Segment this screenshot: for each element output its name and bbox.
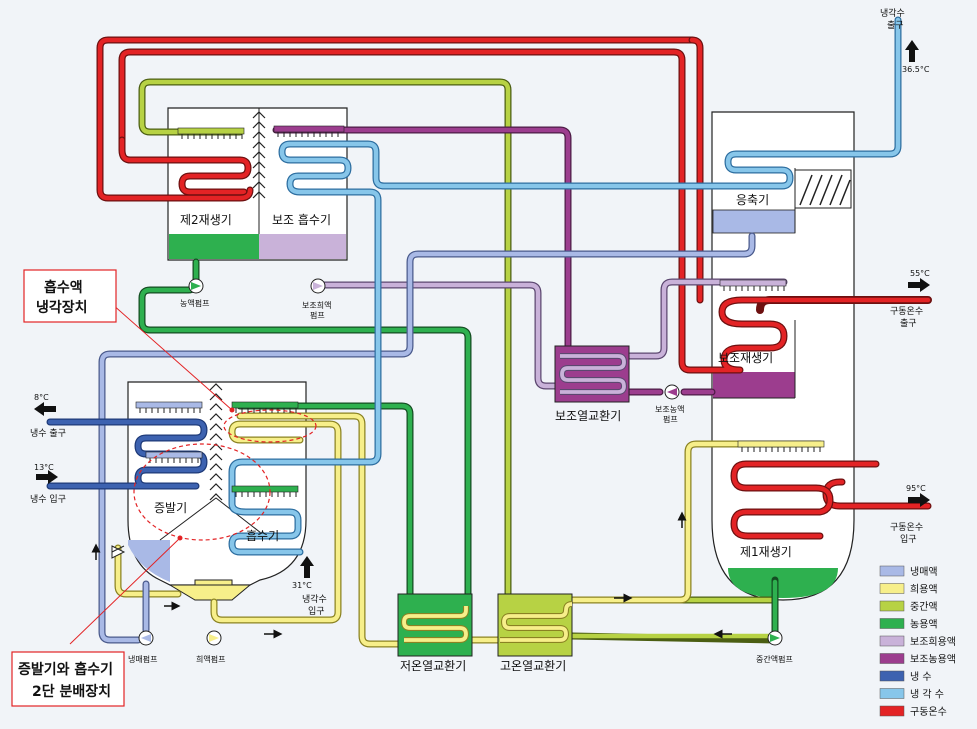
evap-refrigerant-pool	[128, 540, 170, 582]
legend-label: 보조농용액	[910, 654, 956, 666]
evaporator-label: 증발기	[154, 501, 187, 515]
legend-swatch	[879, 653, 905, 664]
main-vessel	[711, 111, 855, 601]
aux-absorber-label: 보조 흡수기	[272, 213, 331, 227]
absorber-label: 흡수기	[246, 529, 279, 543]
chilled-in-label: 냉수 입구	[30, 493, 66, 505]
chilled-out-label: 냉수 출구	[30, 428, 66, 439]
eliminator-hatch	[799, 174, 851, 206]
high-hx-label: 고온열교환기	[500, 659, 566, 673]
legend-label: 냉 각 수	[910, 689, 944, 701]
absorbent-cooling-callout-2: 냉각장치	[36, 299, 88, 316]
gen1-label: 제1재생기	[740, 545, 792, 559]
cooling-in-label-2: 입구	[308, 605, 325, 617]
aux-conc-pump-icon	[664, 384, 680, 400]
absorbent-cooling-highlight	[223, 409, 317, 443]
legend-swatch	[879, 688, 905, 699]
evap-eliminator	[209, 383, 223, 501]
concentrated-pump-icon	[188, 278, 204, 294]
aux-dilute-pump-label-1: 보조희액	[302, 300, 331, 310]
cooling-out-label-2: 출구	[887, 20, 904, 31]
aux-hx-label: 보조열교환기	[555, 409, 621, 423]
eliminator	[794, 169, 852, 209]
valve-icon	[111, 545, 126, 559]
legend-label: 냉 수	[910, 671, 932, 683]
high-temp-heat-exchanger	[497, 593, 573, 657]
legend-swatch	[879, 618, 905, 629]
absorber-funnel	[168, 584, 252, 601]
refrigerant-pipe	[98, 232, 756, 644]
dilute-pump-icon	[206, 630, 222, 646]
refrigerant-pump-icon	[138, 630, 154, 646]
aux-absorber-pool	[259, 234, 346, 259]
aux-conc-pump-label-2: 펌프	[663, 414, 678, 424]
cooling-in-label-1: 냉각수	[302, 593, 327, 605]
hot-in-temp: 95°C	[906, 484, 926, 493]
cooling-in-temp: 31°C	[292, 581, 312, 590]
hot-in-label-2: 입구	[900, 533, 917, 545]
legend-label: 구동온수	[910, 706, 947, 718]
absorbent-cooling-callout-box	[23, 269, 117, 323]
callout-line-1	[111, 303, 233, 411]
cooling-out-temp: 36.5°C	[902, 65, 930, 74]
two-stage-callout-box	[11, 651, 125, 707]
condenser-pool	[712, 209, 796, 234]
dilute-pipe	[114, 412, 824, 648]
condenser-label: 응축기	[736, 193, 769, 207]
aux-dilute-pump-label-2: 펌프	[310, 310, 325, 320]
chilled-in-temp: 13°C	[34, 463, 54, 472]
two-stage-callout-2: 2단 분배장치	[32, 683, 111, 700]
refrigerant-pump-label: 냉매펌프	[128, 654, 157, 664]
aux-heat-exchanger	[554, 345, 630, 403]
aux-generator-pool	[713, 372, 795, 398]
legend-swatch	[879, 600, 905, 612]
legend-label: 냉매액	[910, 566, 938, 578]
io-arrows	[34, 40, 930, 578]
cooling-water-pipe	[228, 16, 902, 556]
chilled-out-temp: 8°C	[34, 393, 49, 402]
aux-conc-pump-label-1: 보조농액	[655, 404, 684, 414]
dilute-pump-label: 희액펌프	[196, 654, 225, 664]
legend-swatch	[879, 583, 905, 594]
flow-arrows	[91, 511, 732, 639]
gen2-eliminator	[252, 111, 266, 199]
aux-dilute-pump-icon	[310, 278, 326, 294]
spray-headers	[135, 125, 825, 497]
low-temp-heat-exchanger	[397, 593, 473, 657]
aux-generator-label: 보조재생기	[718, 351, 773, 365]
legend-label: 희용액	[910, 584, 938, 596]
legend-swatch	[879, 670, 905, 682]
hot-out-label-2: 출구	[900, 318, 917, 329]
legend-label: 중간액	[910, 601, 938, 613]
mid-pump-icon	[767, 630, 783, 646]
hot-in-label-1: 구동온수	[890, 522, 923, 533]
aux-dilute-pipe	[314, 278, 788, 390]
gen1-pool-fill	[728, 568, 838, 598]
gen2-concentrated-pool	[169, 234, 259, 259]
hot-out-temp: 55°C	[910, 269, 930, 278]
evap-cone	[159, 497, 271, 541]
absorbent-cooling-callout-1: 흡수액	[44, 279, 83, 296]
callout-line-2	[69, 537, 181, 645]
legend-swatch	[879, 635, 905, 647]
legend-label: 보조희용액	[910, 636, 956, 648]
hot-out-label-1: 구동온수	[890, 306, 923, 317]
two-stage-callout-1: 증발기와 흡수기	[18, 661, 113, 678]
legend-label: 농용액	[910, 619, 938, 631]
conc-pump-label: 농액펌프	[180, 298, 209, 308]
cooling-out-label-1: 냉각수	[880, 7, 905, 19]
low-hx-label: 저온열교환기	[400, 659, 466, 673]
two-stage-highlight	[133, 443, 271, 541]
gen2-label: 제2재생기	[180, 213, 232, 227]
legend-swatch	[879, 565, 905, 577]
hot-water-pipe	[96, 36, 932, 540]
mid-pump-label: 중간액펌프	[756, 654, 793, 664]
legend-swatch	[879, 705, 905, 717]
